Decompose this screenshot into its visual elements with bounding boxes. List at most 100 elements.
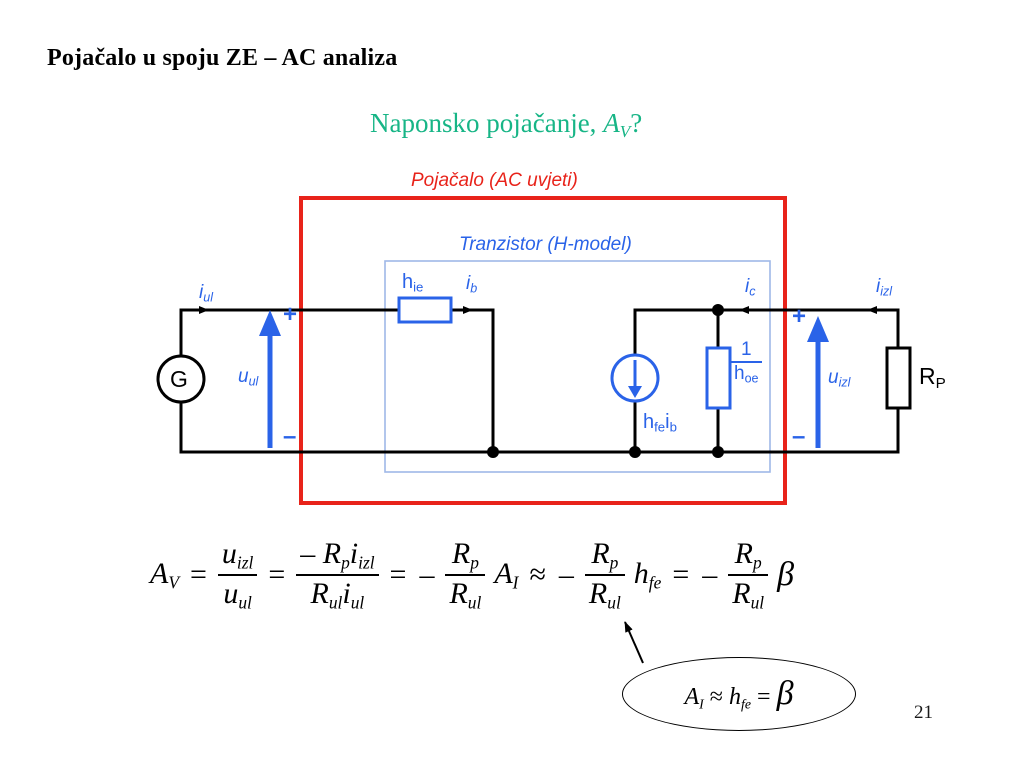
current-source-arrowhead-icon [628,386,642,398]
eq-frac4-denominator: Rul [585,578,625,613]
generator-symbol [156,354,206,404]
amplifier-ac-box [299,196,787,505]
note-AI-symbol: A [684,683,700,710]
label-one-over-hoe: 1 hoe [731,340,762,385]
voltage-arrowhead-u-izl-icon [807,316,829,342]
annotation-oval-text: AI ≈ hfe = β [684,675,793,713]
eq-A-I: AI [494,557,518,594]
eq-frac5-num-subscript: p [753,552,762,573]
hoe-denominator-subscript: oe [744,371,759,386]
eq-frac1-num-subscript: izl [236,552,254,573]
eq-minus-2: – [558,558,574,592]
eq-fraction-ri: – Rpiizl Ruliul [296,537,379,613]
label-h-ie-subscript: ie [413,279,424,295]
eq-frac5-den-symbol: R [732,577,751,611]
eq-frac5-bar [728,574,769,577]
eq-frac1-num-symbol: u [221,537,237,570]
eq-frac2-numerator: – Rpiizl [296,537,378,572]
label-ib-symbol: i [665,411,670,433]
label-i-ul-symbol: i [199,282,204,303]
label-i-ul: iul [199,283,213,304]
eq-frac1-bar [217,574,258,577]
hoe-numerator: 1 [740,339,752,360]
hoe-denominator-symbol: h [734,362,745,384]
label-minus-input: – [283,423,297,450]
eq-frac5-den-subscript: ul [750,592,765,613]
eq-frac4-numerator: Rp [587,537,622,573]
label-i-ul-subscript: ul [203,290,213,305]
resistor-hoe [705,346,732,410]
hoe-denominator: hoe [731,362,762,386]
label-plus-input: + [283,301,298,328]
eq-frac2-den-symbol2: i [342,577,351,611]
label-i-c-symbol: i [745,276,750,297]
label-i-b-subscript: b [470,281,478,296]
label-plus-output: + [792,303,807,330]
amplifier-box-caption: Pojačalo (AC uvjeti) [411,170,578,191]
eq-hfe-symbol: h [633,557,649,591]
eq-h-fe: hfe [634,557,662,594]
eq-lhs-subscript: V [168,572,179,593]
label-u-izl: uizl [828,368,850,389]
hoe-fraction-bar [731,360,762,363]
page-number: 21 [914,702,933,723]
label-i-c: ic [745,277,756,298]
eq-frac3-num-symbol: R [451,537,471,570]
eq-equals-2: = [268,558,286,592]
eq-equals-4: = [672,558,690,592]
eq-frac3-denominator: Rul [445,577,485,613]
eq-fraction-u: uizl uul [217,537,258,613]
eq-frac3-den-subscript: ul [467,592,482,613]
label-h-ie: hie [402,272,423,294]
note-approx: ≈ [709,683,723,710]
label-u-ul-symbol: u [238,366,249,387]
eq-AI-symbol: A [494,557,513,591]
eq-fraction-rp-rul-2: Rp Rul [584,537,625,613]
junction-dot-hoe-bottom [712,446,724,458]
eq-frac5-num-symbol: R [734,537,753,570]
eq-frac2-den-subscript: ul [328,592,343,613]
eq-equals-3: = [389,558,407,592]
eq-frac4-den-subscript: ul [607,592,621,613]
label-i-izl-subscript: izl [880,284,893,299]
label-u-izl-subscript: izl [838,375,851,390]
eq-frac3-den-symbol: R [449,577,468,611]
label-i-izl: iizl [876,277,892,298]
circuit-diagram [156,196,912,505]
note-AI-subscript: I [699,697,704,713]
eq-approx: ≈ [529,558,546,592]
eq-lhs: AV [150,557,179,594]
note-hfe-subscript: fe [740,697,752,713]
transistor-box-caption: Tranzistor (H-model) [459,234,632,255]
subtitle-question-mark: ? [630,108,643,138]
eq-frac1-den-symbol: u [223,577,239,611]
resistor-rp [885,346,912,410]
eq-frac1-den-subscript: ul [238,592,252,613]
label-i-c-subscript: c [749,284,756,299]
label-minus-output: – [792,423,806,450]
junction-dot-base [487,446,499,458]
eq-frac4-num-subscript: p [609,552,619,573]
eq-frac2-num-symbol2: i [349,537,359,570]
label-i-b: ib [466,274,477,295]
transistor-model-box [384,260,771,473]
eq-frac5-numerator: Rp [731,537,766,573]
subtitle-voltage-gain: Naponsko pojačanje, AV? [370,108,642,142]
note-equals: = [757,683,771,710]
label-r-p: RP [919,365,946,392]
junction-dot-collector-top [712,304,724,316]
label-ib-subscript: b [669,419,677,435]
eq-lhs-symbol: A [150,557,169,591]
eq-frac3-numerator: Rp [448,537,483,572]
label-h-ie-symbol: h [402,271,414,293]
resistor-hie [397,296,453,324]
eq-minus-3: – [702,558,718,592]
eq-frac2-bar [296,574,379,577]
label-u-izl-symbol: u [828,367,839,388]
main-equation: AV = uizl uul = – Rpiizl Ruliul = – Rp R… [150,537,794,613]
label-u-ul: uul [238,367,258,388]
eq-fraction-rp-rul-3: Rp Rul [728,537,769,613]
eq-frac5-denominator: Rul [728,577,768,613]
subtitle-symbol-subscript: V [619,121,631,141]
eq-frac2-num-symbol: – R [300,537,342,570]
